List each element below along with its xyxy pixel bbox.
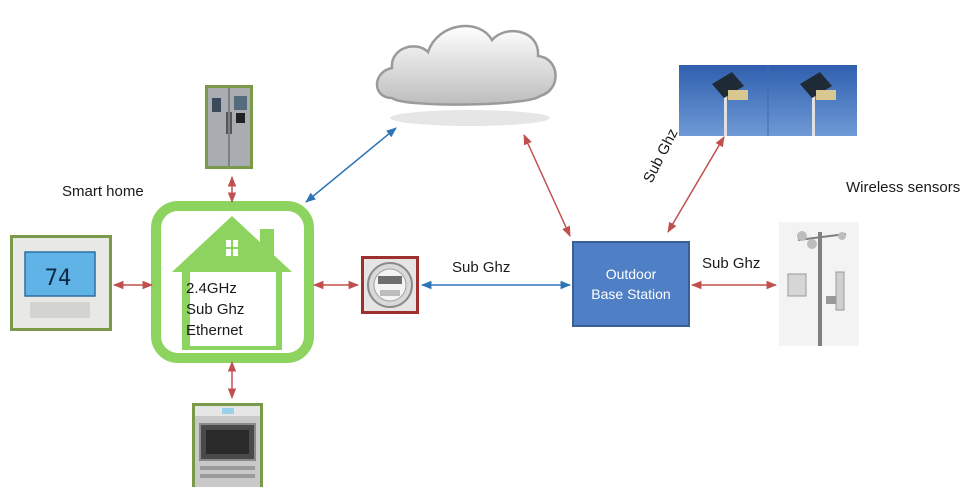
base-station-line-1: Outdoor <box>605 266 657 282</box>
hub-line-subghz: Sub Ghz <box>186 301 245 318</box>
hub-capabilities: 2.4GHz Sub Ghz Ethernet <box>186 278 278 341</box>
base-station-line-2: Base Station <box>591 286 671 302</box>
solar-sensor-icon <box>679 65 857 136</box>
hub-line-ethernet: Ethernet <box>186 322 243 339</box>
hub-line-wifi: 2.4GHz <box>186 280 237 297</box>
thermostat-icon: 74 <box>10 235 112 331</box>
smart-home-label: Smart home <box>62 183 144 200</box>
house-icon <box>151 201 314 363</box>
link-hub-cloud <box>305 127 397 203</box>
link-cloud-basestation <box>523 134 571 237</box>
link-basestation-solar <box>667 136 725 233</box>
oven-icon <box>192 403 263 487</box>
refrigerator-icon <box>205 85 253 169</box>
smart-meter-icon <box>361 256 419 314</box>
sub-ghz-weather-label: Sub Ghz <box>702 255 761 272</box>
sub-ghz-meter-label: Sub Ghz <box>452 259 511 276</box>
weather-station-icon <box>779 222 859 346</box>
wireless-sensors-label: Wireless sensors <box>846 179 961 196</box>
cloud-icon <box>375 24 557 126</box>
outdoor-base-station: Outdoor Base Station <box>572 241 690 327</box>
thermostat-display: 74 <box>45 266 72 291</box>
